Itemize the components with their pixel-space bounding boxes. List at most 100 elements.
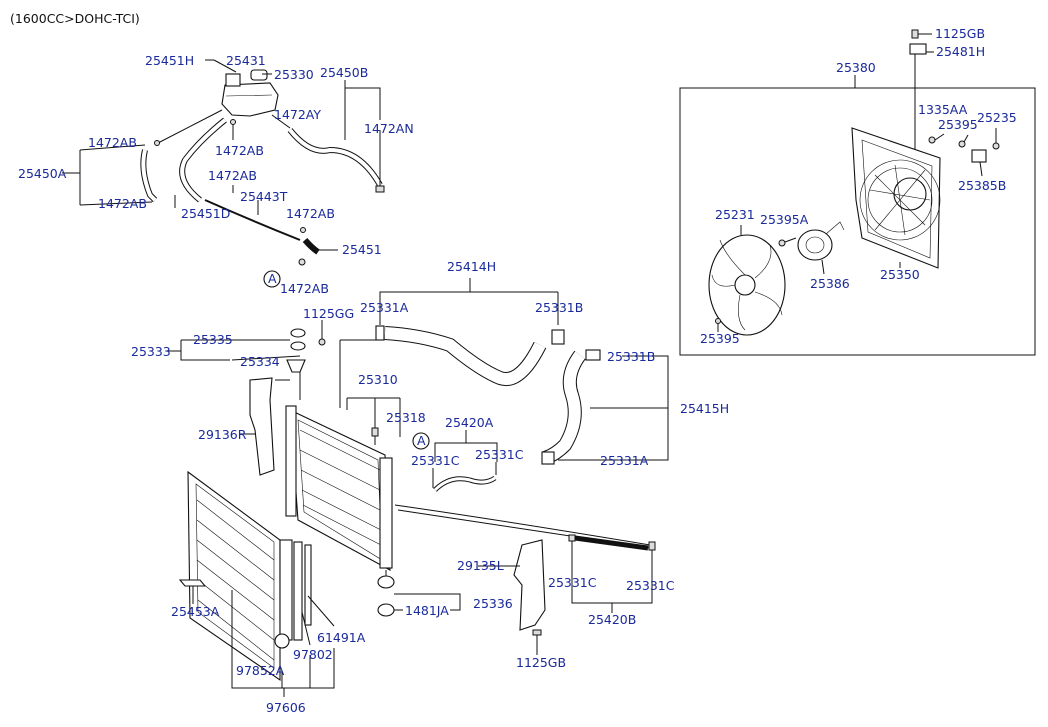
label-25415H: 25415H <box>680 401 729 416</box>
clamp-25331B-right <box>585 349 601 361</box>
label-25420A: 25420A <box>445 415 494 430</box>
clip-1481JA <box>377 603 395 617</box>
fan-motor-25386 <box>797 221 845 261</box>
label-1472AB-4: 1472AB <box>98 196 147 211</box>
label-97606: 97606 <box>266 700 306 715</box>
fan-shroud-25350 <box>851 127 941 269</box>
mount-25335 <box>290 328 306 338</box>
cap-97852A <box>274 633 290 649</box>
label-1125GB-top: 1125GB <box>935 26 985 41</box>
air-guard-29136R <box>249 377 275 476</box>
label-25395A: 25395A <box>760 212 809 227</box>
screw-25395-top <box>958 140 966 148</box>
plug-25318 <box>371 427 379 437</box>
label-25450A: 25450A <box>18 166 67 181</box>
clamp-25331B-top <box>551 329 565 345</box>
hose-25451 <box>302 238 320 255</box>
bracket-25334 <box>286 359 306 373</box>
condenser-97606 <box>187 470 281 682</box>
label-1481JA: 1481JA <box>405 603 449 618</box>
label-25331C-3: 25331C <box>548 575 597 590</box>
label-25414H: 25414H <box>447 259 496 274</box>
label-1125GG: 1125GG <box>303 306 354 321</box>
label-25331B-right: 25331B <box>607 349 655 364</box>
label-25451H: 25451H <box>145 53 194 68</box>
mount-25336 <box>377 575 395 589</box>
screw-25395-bottom <box>715 318 721 324</box>
fan-assembly-box <box>679 87 1036 356</box>
label-25386: 25386 <box>810 276 850 291</box>
label-25334: 25334 <box>240 354 280 369</box>
label-1472AB-2: 1472AB <box>215 143 264 158</box>
label-25431: 25431 <box>226 53 266 68</box>
bolt-1125GG <box>318 338 326 346</box>
air-guard-29135L <box>513 539 546 631</box>
clamp-1472AN <box>375 185 385 193</box>
hose-25450B <box>287 128 383 187</box>
label-1472AY: 1472AY <box>274 107 321 122</box>
cap-25330 <box>250 69 268 81</box>
bracket-25453A <box>178 579 207 587</box>
reference-marker-a-2 <box>412 432 430 450</box>
label-25331A-mid: 25331A <box>600 453 649 468</box>
label-25450B: 25450B <box>320 65 368 80</box>
label-25331B-top: 25331B <box>535 300 583 315</box>
label-1125GB-bottom: 1125GB <box>516 655 566 670</box>
seal-61491A <box>304 544 312 626</box>
tube-25443T <box>204 199 301 241</box>
receiver-drier <box>279 539 293 641</box>
label-25350: 25350 <box>880 267 920 282</box>
screw-25235 <box>992 142 1000 150</box>
engine-spec-header: (1600CC>DOHC-TCI) <box>10 11 140 26</box>
label-25481H: 25481H <box>936 44 985 59</box>
bolt-1335AA <box>928 136 936 144</box>
label-25331C-4: 25331C <box>626 578 675 593</box>
clamp-25331A-mid <box>541 451 555 465</box>
screw-25395A <box>778 239 786 247</box>
label-25331C-1: 25331C <box>411 453 460 468</box>
label-1472AB-6: 1472AB <box>280 281 329 296</box>
reservoir-tank <box>221 69 279 117</box>
tube-25420B <box>394 504 651 546</box>
label-1472AB-1: 1472AB <box>88 135 137 150</box>
label-97802: 97802 <box>293 647 333 662</box>
label-25420B: 25420B <box>588 612 636 627</box>
label-25443T: 25443T <box>240 189 288 204</box>
resistor-25385B <box>971 149 987 163</box>
label-1335AA: 1335AA <box>918 102 968 117</box>
label-25336: 25336 <box>473 596 513 611</box>
radiator-25310 <box>285 405 393 571</box>
label-97852A: 97852A <box>236 663 285 678</box>
fan-blade-25231 <box>708 234 786 336</box>
label-25331C-2: 25331C <box>475 447 524 462</box>
label-25235: 25235 <box>977 110 1017 125</box>
clamp-25331A-top <box>375 325 385 341</box>
label-25330: 25330 <box>274 67 314 82</box>
label-25395-top: 25395 <box>938 117 978 132</box>
label-1472AB-3: 1472AB <box>208 168 257 183</box>
label-25453A: 25453A <box>171 604 220 619</box>
bracket-25481H <box>909 43 927 55</box>
cap-25431 <box>225 73 241 87</box>
bolt-1125GB-bottom <box>532 629 542 636</box>
label-marker-a-2: A <box>417 433 426 448</box>
label-61491A: 61491A <box>317 630 366 645</box>
label-1472AB-5: 1472AB <box>286 206 335 221</box>
label-25385B: 25385B <box>958 178 1006 193</box>
label-25318: 25318 <box>386 410 426 425</box>
label-29135L: 29135L <box>457 558 504 573</box>
reference-marker-a-1 <box>263 270 281 288</box>
label-marker-a-1: A <box>268 271 277 286</box>
label-1472AN: 1472AN <box>364 121 414 136</box>
label-25451: 25451 <box>342 242 382 257</box>
label-25395-bottom: 25395 <box>700 331 740 346</box>
label-25451D: 25451D <box>181 206 230 221</box>
bolt-1125GB-top <box>911 29 919 39</box>
label-25310: 25310 <box>358 372 398 387</box>
label-29136R: 29136R <box>198 427 247 442</box>
condenser-side-bar <box>293 541 303 641</box>
label-25335: 25335 <box>193 332 233 347</box>
label-25333: 25333 <box>131 344 171 359</box>
label-25331A-top: 25331A <box>360 300 409 315</box>
